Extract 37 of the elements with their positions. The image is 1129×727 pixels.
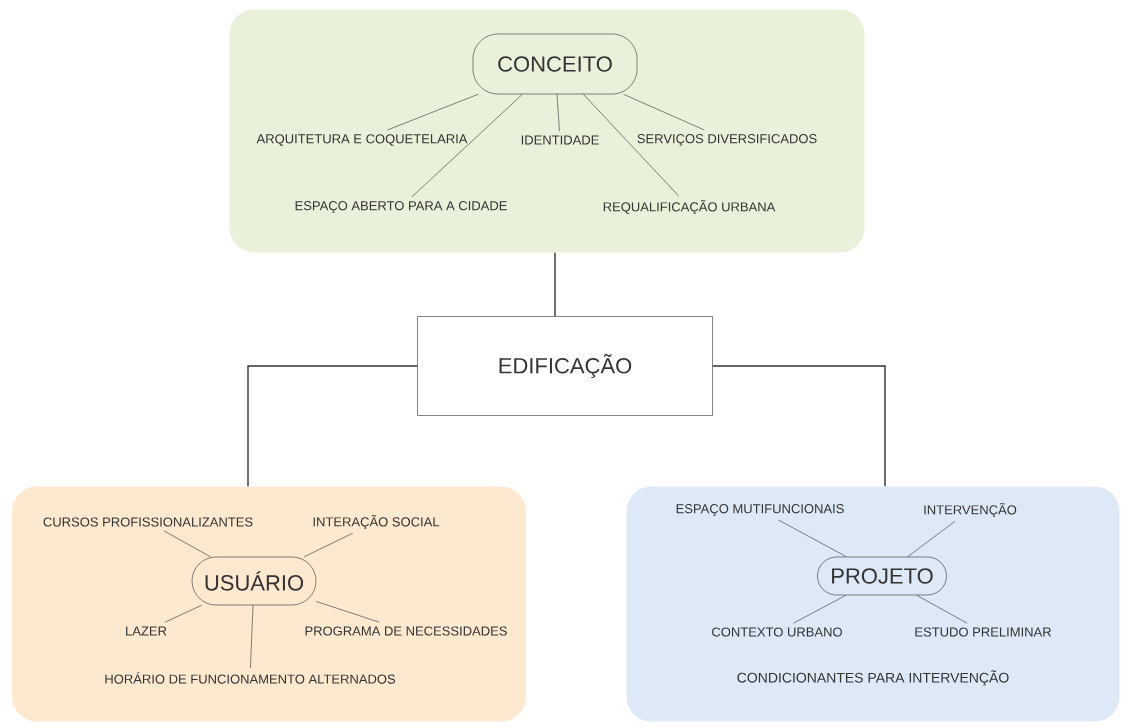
- topic-label: ESPAÇO MUTIFUNCIONAIS: [676, 504, 844, 516]
- topic-label: CURSOS PROFISSIONALIZANTES: [43, 517, 253, 527]
- topic-label: LAZER: [126, 626, 167, 636]
- topic-label: REQUALIFICAÇÃO URBANA: [603, 199, 776, 215]
- leader-line: [556, 94, 560, 132]
- group-panel: [12, 486, 526, 722]
- leader-line: [164, 605, 202, 623]
- leader-line: [916, 595, 968, 624]
- topic-box: USUÁRIO: [191, 556, 317, 606]
- leader-line: [303, 533, 353, 557]
- topic-label: IDENTIDADE: [521, 135, 599, 145]
- topic-box: CONCEITO: [472, 33, 638, 95]
- topic-label: INTERAÇÃO SOCIAL: [313, 514, 440, 530]
- topic-label: PROGRAMA DE NECESSIDADES: [305, 626, 507, 636]
- connector-line: [712, 365, 886, 487]
- connector-line: [247, 365, 418, 487]
- topic-label: CONTEXTO URBANO: [712, 627, 842, 637]
- title-box: EDIFICAÇÃO: [417, 316, 713, 416]
- leader-line: [778, 519, 847, 557]
- topic-label: HORÁRIO DE FUNCIONAMENTO ALTERNADOS: [105, 672, 396, 684]
- topic-label: ESTUDO PRELIMINAR: [915, 627, 1051, 637]
- leader-line: [793, 595, 847, 624]
- leader-line: [583, 94, 679, 196]
- topic-box: PROJETO: [817, 556, 947, 596]
- topic-label: SERVIÇOS DIVERSIFICADOS: [637, 134, 817, 146]
- connector-line: [554, 252, 556, 317]
- topic-label: ESPAÇO ABERTO PARA A CIDADE: [295, 201, 507, 213]
- leader-line: [411, 94, 523, 198]
- leader-line: [316, 601, 380, 623]
- topic-label: INTERVENÇÃO: [924, 502, 1017, 518]
- leader-line: [163, 530, 211, 557]
- group-panel: [229, 9, 865, 253]
- leader-line: [250, 605, 254, 669]
- leader-line: [907, 521, 956, 557]
- leader-line: [623, 94, 705, 131]
- leader-line: [387, 94, 479, 131]
- topic-label: ARQUITETURA E COQUETELARIA: [256, 134, 468, 146]
